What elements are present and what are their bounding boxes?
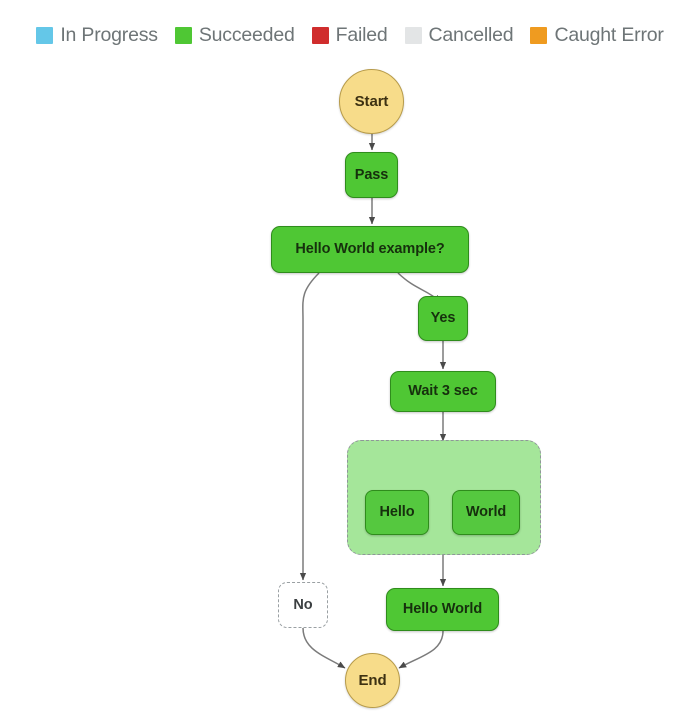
- legend-item-failed: Failed: [311, 23, 388, 47]
- node-end-label: End: [358, 672, 387, 689]
- edge-choice-no: [299, 272, 320, 581]
- legend-label-failed: Failed: [335, 23, 388, 46]
- node-no[interactable]: No: [278, 582, 328, 628]
- edge-helloworld-end: [398, 630, 444, 669]
- node-wait-3-sec-label: Wait 3 sec: [408, 383, 478, 400]
- legend-swatch-succeeded: [174, 26, 192, 44]
- legend-item-cancelled: Cancelled: [404, 23, 514, 47]
- node-world-label: World: [465, 504, 507, 521]
- legend-item-succeeded: Succeeded: [174, 23, 295, 47]
- legend-swatch-caught-error: [530, 26, 548, 44]
- legend-item-caught-error: Caught Error: [530, 23, 664, 47]
- node-no-label: No: [293, 596, 313, 613]
- legend-item-in-progress: In Progress: [36, 24, 158, 47]
- node-wait-3-sec[interactable]: Wait 3 sec: [390, 371, 496, 412]
- node-start[interactable]: Start: [339, 69, 404, 134]
- edge-no-end: [302, 627, 346, 669]
- status-legend: In Progress Succeeded Failed Cancelled C…: [0, 0, 700, 62]
- legend-swatch-cancelled: [404, 26, 422, 44]
- legend-label-caught-error: Caught Error: [554, 23, 664, 46]
- legend-label-in-progress: In Progress: [60, 23, 158, 46]
- legend-label-succeeded: Succeeded: [198, 23, 295, 46]
- node-hello-world-example-label: Hello World example?: [295, 241, 445, 258]
- node-pass-label: Pass: [354, 166, 389, 183]
- legend-label-cancelled: Cancelled: [428, 23, 514, 46]
- node-hello-world-label: Hello World: [402, 601, 483, 618]
- node-pass[interactable]: Pass: [345, 152, 398, 198]
- node-start-label: Start: [354, 93, 389, 110]
- node-end[interactable]: End: [345, 653, 400, 708]
- node-hello-label: Hello: [379, 504, 415, 521]
- node-yes[interactable]: Yes: [418, 296, 468, 341]
- node-world[interactable]: World: [452, 490, 520, 535]
- node-hello-world[interactable]: Hello World: [386, 588, 499, 631]
- node-hello[interactable]: Hello: [365, 490, 429, 535]
- legend-swatch-in-progress: [36, 26, 54, 44]
- legend-swatch-failed: [311, 26, 329, 44]
- node-yes-label: Yes: [430, 310, 456, 327]
- node-hello-world-example[interactable]: Hello World example?: [271, 226, 469, 273]
